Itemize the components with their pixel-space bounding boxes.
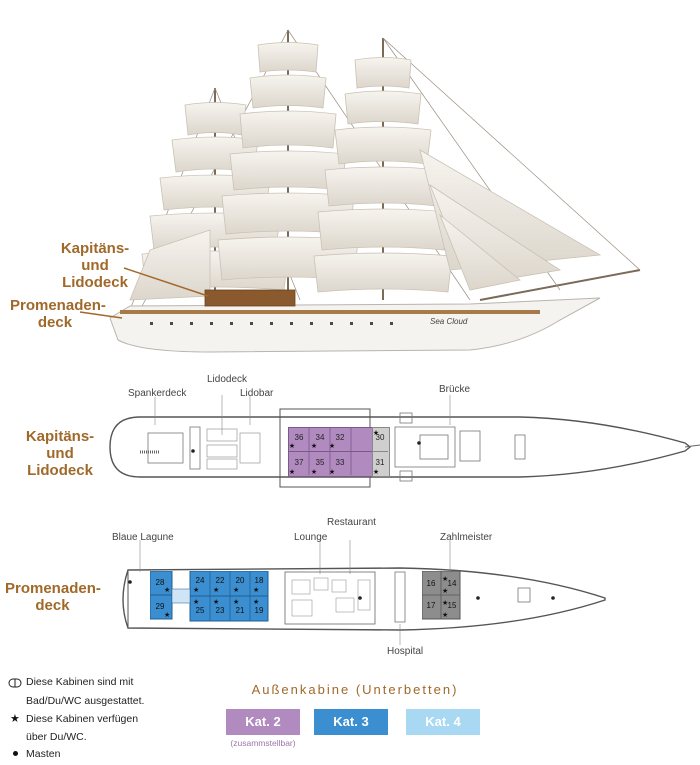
svg-text:★: ★ — [233, 586, 239, 594]
svg-text:★: ★ — [442, 599, 448, 607]
svg-text:★: ★ — [329, 442, 335, 450]
cabin-23: 23 — [216, 606, 225, 615]
label-restaurant: Restaurant — [327, 517, 376, 528]
legend-line-5: Masten — [26, 748, 61, 760]
svg-text:★: ★ — [193, 586, 199, 594]
svg-text:★: ★ — [373, 429, 379, 437]
ship-label-promenade-deck: Promenaden-deck — [10, 297, 106, 331]
cabin-32: 32 — [336, 433, 345, 442]
kat3-badge: Kat. 3 — [314, 709, 388, 735]
legend-line-4: über Du/WC. — [26, 731, 87, 743]
cabin-17: 17 — [427, 601, 436, 610]
bath-icon — [8, 678, 22, 688]
svg-text:★: ★ — [373, 468, 379, 476]
svg-text:★: ★ — [193, 598, 199, 606]
svg-text:★: ★ — [289, 442, 295, 450]
cabin-block-kat2-side — [372, 427, 390, 477]
cabin-34: 34 — [316, 433, 325, 442]
ship-name: Sea Cloud — [430, 317, 468, 326]
category-heading: Außenkabine (Unterbetten) — [251, 682, 459, 697]
cabin-36: 36 — [295, 433, 304, 442]
upper-deck-plan — [100, 377, 700, 500]
legend: Diese Kabinen sind mit Bad/Du/WC ausgest… — [8, 676, 208, 761]
cabin-22: 22 — [216, 576, 225, 585]
label-blaue-lagune: Blaue Lagune — [112, 532, 174, 543]
svg-text:★: ★ — [233, 598, 239, 606]
cabin-24: 24 — [196, 576, 205, 585]
svg-text:★: ★ — [213, 586, 219, 594]
svg-text:★: ★ — [311, 442, 317, 450]
svg-text:★: ★ — [213, 598, 219, 606]
label-lidodeck: Lidodeck — [207, 374, 248, 385]
svg-text:★: ★ — [253, 586, 259, 594]
cabin-37: 37 — [295, 458, 304, 467]
cabin-29: 29 — [156, 602, 165, 611]
upper-cabin-numbers: 36 34 32 30 37 35 33 31 ★ ★ ★ ★ ★ ★ ★ ★ — [289, 427, 385, 476]
lower-cabins-grey: 16 14 17 15 ★ ★ ★ ★ — [422, 571, 461, 620]
sails — [129, 42, 602, 301]
cabin-28: 28 — [156, 578, 165, 587]
kat2-note: (zusammstellbar) — [230, 738, 296, 748]
ship-illustration: Sea Cloud — [0, 0, 700, 360]
svg-text:★: ★ — [164, 611, 170, 619]
cabin-21: 21 — [236, 606, 245, 615]
cabin-30: 30 — [376, 433, 385, 442]
kat2-badge: Kat. 2 — [226, 709, 300, 735]
cabin-20: 20 — [236, 576, 245, 585]
svg-text:★: ★ — [442, 587, 448, 595]
star-icon: ★ — [10, 713, 20, 725]
svg-text:★: ★ — [329, 468, 335, 476]
label-bruecke: Brücke — [439, 384, 471, 395]
cabin-25: 25 — [196, 606, 205, 615]
svg-text:★: ★ — [289, 468, 295, 476]
cabin-14: 14 — [448, 579, 457, 588]
cabin-19: 19 — [255, 606, 264, 615]
cabin-16: 16 — [427, 579, 436, 588]
legend-line-2: Bad/Du/WC ausgestattet. — [26, 695, 145, 707]
lower-deck-title: Promenaden-deck — [5, 580, 101, 614]
legend-line-1: Diese Kabinen sind mit — [26, 676, 134, 688]
cabin-33: 33 — [336, 458, 345, 467]
mast-dot-icon — [13, 751, 18, 756]
svg-text:★: ★ — [164, 586, 170, 594]
svg-text:★: ★ — [253, 598, 259, 606]
legend-line-3: Diese Kabinen verfügen — [26, 713, 139, 725]
label-spankerdeck: Spankerdeck — [128, 388, 187, 399]
cabin-31: 31 — [376, 458, 385, 467]
label-hospital: Hospital — [387, 646, 424, 657]
cabin-18: 18 — [255, 576, 264, 585]
hull — [109, 297, 601, 353]
label-zahlmeister: Zahlmeister — [440, 532, 493, 543]
cabin-block-kat2 — [288, 427, 374, 477]
label-lidobar: Lidobar — [240, 388, 274, 399]
kat4-badge: Kat. 4 — [406, 709, 480, 735]
label-lounge: Lounge — [294, 532, 328, 543]
svg-text:★: ★ — [442, 611, 448, 619]
lower-cabins-kat3: 28 24 22 20 18 29 25 23 21 19 ★ ★ ★ ★ ★ ★ ★ ★… — [150, 571, 269, 622]
cabin-15: 15 — [448, 601, 457, 610]
svg-text:★: ★ — [442, 575, 448, 583]
svg-text:★: ★ — [311, 468, 317, 476]
cabin-35: 35 — [316, 458, 325, 467]
